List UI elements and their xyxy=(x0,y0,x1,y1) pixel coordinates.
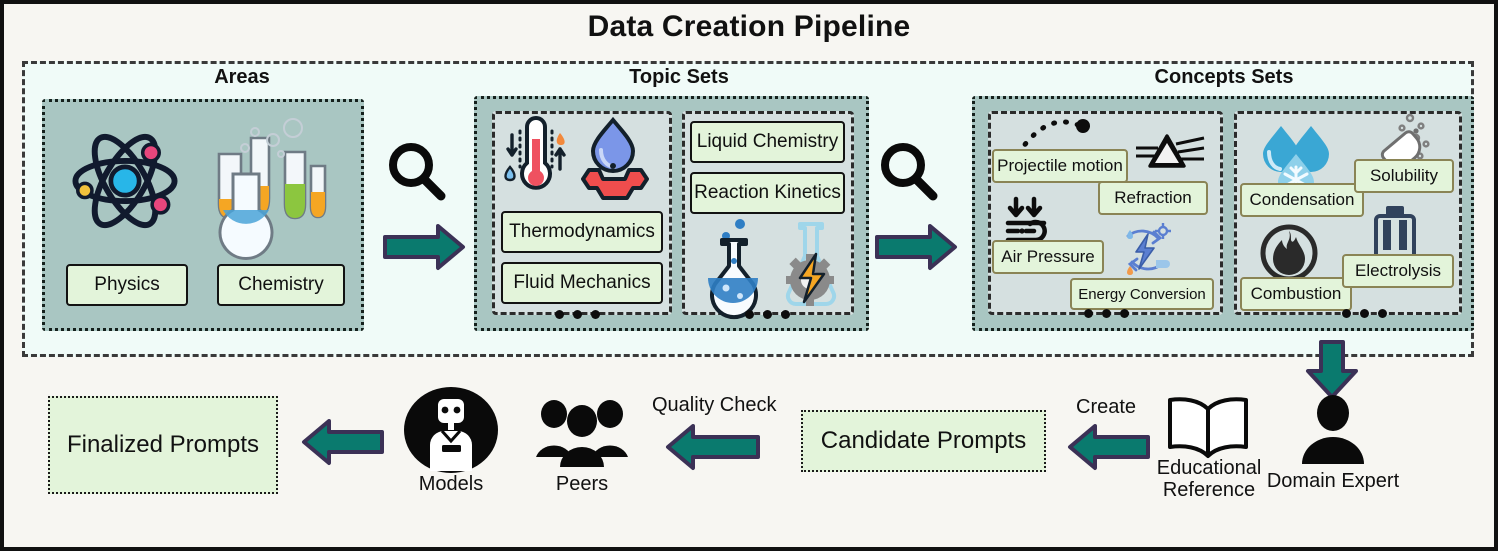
flask-bubbles-icon xyxy=(696,216,776,320)
projectile-arc-icon xyxy=(1014,116,1094,157)
topic-sets-section-title: Topic Sets xyxy=(629,66,729,88)
concept-group-physics-ellipsis xyxy=(1084,309,1129,318)
candidate-prompts-box[interactable]: Candidate Prompts xyxy=(801,410,1046,472)
concepts-sets-section-title: Concepts Sets xyxy=(1154,66,1294,88)
concept-chip-projectile-motion[interactable]: Projectile motion xyxy=(992,149,1128,183)
concept-chip-condensation[interactable]: Condensation xyxy=(1240,183,1364,217)
area-chip-chemistry[interactable]: Chemistry xyxy=(217,264,345,306)
create-label: Create xyxy=(1076,396,1137,418)
quality-check-label: Quality Check xyxy=(652,394,777,416)
concept-chip-refraction[interactable]: Refraction xyxy=(1098,181,1208,215)
areas-section-title: Areas xyxy=(214,66,270,88)
finalized-prompts-box[interactable]: Finalized Prompts xyxy=(48,396,278,494)
arrow-left-finalize xyxy=(301,417,385,467)
solubility-icon xyxy=(1376,112,1434,174)
domain-expert-label: Domain Expert xyxy=(1266,470,1400,492)
topic-chip-liquid-chemistry[interactable]: Liquid Chemistry xyxy=(690,121,845,163)
flasks-icon xyxy=(189,114,329,260)
topic-chip-thermodynamics[interactable]: Thermodynamics xyxy=(501,211,663,253)
arrow-left-create xyxy=(1067,422,1151,472)
magnifier-icon-2 xyxy=(876,139,942,205)
arrow-left-quality-check xyxy=(665,422,761,472)
area-chip-physics[interactable]: Physics xyxy=(66,264,188,306)
concept-group-chemistry-ellipsis xyxy=(1342,309,1387,318)
peers-label: Peers xyxy=(555,473,609,495)
wind-pressure-icon xyxy=(1004,196,1074,249)
atom-icon xyxy=(66,122,184,240)
arrow-down xyxy=(1304,339,1360,401)
concept-chip-air-pressure[interactable]: Air Pressure xyxy=(992,240,1104,274)
arrow-right-1 xyxy=(382,222,466,272)
topic-chip-fluid-mechanics[interactable]: Fluid Mechanics xyxy=(501,262,663,304)
prism-refraction-icon xyxy=(1136,132,1205,174)
robot-avatar-icon xyxy=(404,387,498,473)
concept-chip-energy-conversion[interactable]: Energy Conversion xyxy=(1070,278,1214,310)
concept-chip-solubility[interactable]: Solubility xyxy=(1354,159,1454,193)
arrow-right-2 xyxy=(874,222,958,272)
models-label: Models xyxy=(418,473,484,495)
educational-reference-label: Educational Reference xyxy=(1138,457,1280,502)
educational-reference-line1: Educational xyxy=(1156,457,1262,479)
page-title: Data Creation Pipeline xyxy=(587,10,911,43)
droplet-snowflake-icon xyxy=(1261,124,1335,200)
concept-chip-electrolysis[interactable]: Electrolysis xyxy=(1342,254,1454,288)
topic-chip-reaction-kinetics[interactable]: Reaction Kinetics xyxy=(690,172,845,214)
people-group-icon xyxy=(534,397,630,469)
topic-group-physics-ellipsis xyxy=(555,310,600,319)
open-book-icon xyxy=(1162,395,1254,461)
educational-reference-line2: Reference xyxy=(1162,479,1256,502)
thermometer-icon xyxy=(499,116,569,195)
concept-chip-combustion[interactable]: Combustion xyxy=(1240,277,1352,311)
energy-cycle-icon xyxy=(1114,222,1176,280)
energy-flask-icon xyxy=(774,216,850,311)
magnifier-icon xyxy=(384,139,450,205)
flame-icon xyxy=(1258,222,1320,284)
topic-group-chemistry-ellipsis xyxy=(745,310,790,319)
person-icon xyxy=(1298,395,1368,466)
humidity-gear-icon xyxy=(577,116,659,200)
